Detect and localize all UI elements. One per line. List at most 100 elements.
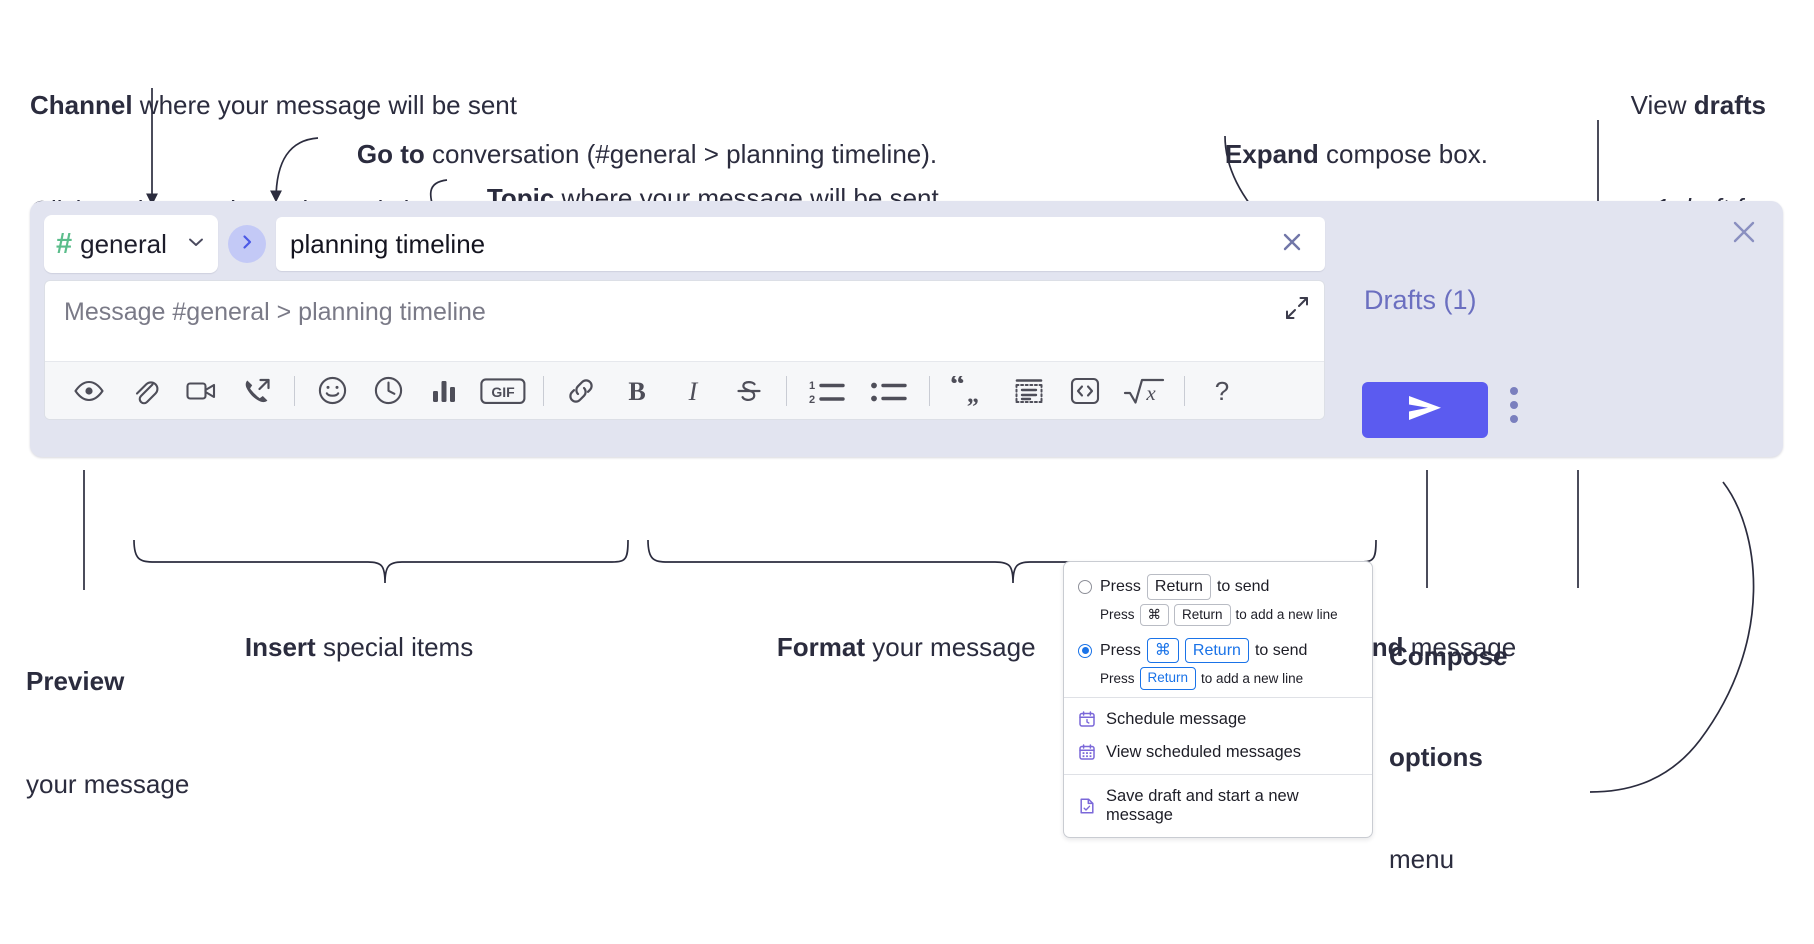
annotation-insert: Insert special items xyxy=(216,598,473,698)
strikethrough-button[interactable] xyxy=(721,369,777,413)
send-button[interactable] xyxy=(1362,382,1488,438)
separator-5 xyxy=(1184,375,1185,406)
option-2-sub-pre: Press xyxy=(1100,671,1135,687)
annotation-compose-plain: menu xyxy=(1389,844,1455,875)
send-option-cmd-return[interactable]: Press ⌘ Return to send xyxy=(1064,635,1372,664)
channel-name-label: general xyxy=(80,228,167,259)
send-option-return-sub: Press ⌘ Return to add a new line xyxy=(1064,600,1372,626)
annotation-channel-rest: where your message will be sent xyxy=(132,89,517,120)
ordered-list-button[interactable]: 1 2 xyxy=(796,369,858,413)
math-button[interactable]: x xyxy=(1113,369,1175,413)
kbd-return: Return xyxy=(1184,637,1249,664)
svg-text:“: “ xyxy=(950,376,965,401)
annotation-preview-line2: your message xyxy=(26,769,190,800)
emoji-button[interactable] xyxy=(304,369,360,413)
calendar-grid-icon xyxy=(1078,743,1096,761)
option-1-main-pre: Press xyxy=(1100,577,1141,595)
annotation-format-rest: your message xyxy=(865,632,1036,663)
separator-2 xyxy=(543,375,544,406)
annotation-goto-rest: conversation (#general > planning timeli… xyxy=(424,139,938,170)
svg-text:x: x xyxy=(1145,381,1156,405)
attach-button[interactable] xyxy=(117,369,173,413)
poll-button[interactable] xyxy=(416,369,472,413)
annotation-channel-bold: Channel xyxy=(30,89,133,120)
menu-item-save-draft[interactable]: Save draft and start a new message xyxy=(1064,780,1372,832)
separator-1 xyxy=(294,375,295,406)
file-check-icon xyxy=(1078,797,1096,815)
vertical-ellipsis-dot xyxy=(1510,415,1518,423)
separator-3 xyxy=(786,375,787,406)
radio-button-unselected[interactable] xyxy=(1078,579,1092,594)
topic-input[interactable]: planning timeline xyxy=(276,217,1325,271)
video-clip-button[interactable] xyxy=(173,369,229,413)
audio-clip-button[interactable] xyxy=(229,369,285,413)
annotation-preview-bold: Preview xyxy=(26,665,125,696)
svg-text:B: B xyxy=(628,377,645,406)
drafts-link[interactable]: Drafts (1) xyxy=(1364,285,1477,315)
compose-options-menu: Press Return to send Press ⌘ Return to a… xyxy=(1063,561,1373,838)
blockquote-button[interactable]: “ „ xyxy=(939,369,1001,413)
bulleted-list-button[interactable] xyxy=(858,369,920,413)
compose-header-row: # general planning timeline xyxy=(44,215,1325,273)
menu-item-view-scheduled-messages[interactable]: View scheduled messages xyxy=(1064,736,1372,769)
menu-item-label: Schedule message xyxy=(1106,709,1247,728)
compose-main-column: # general planning timeline xyxy=(44,215,1325,420)
svg-text:„: „ xyxy=(967,382,979,406)
send-option-return-label: Press Return to send xyxy=(1100,574,1269,600)
chevron-right-icon xyxy=(238,233,256,256)
compose-options-button[interactable] xyxy=(1510,387,1518,423)
kbd-return: Return xyxy=(1139,667,1197,690)
close-icon[interactable] xyxy=(1277,227,1313,262)
draft-group: Save draft and start a new message xyxy=(1064,775,1372,837)
svg-text:?: ? xyxy=(1215,376,1229,406)
annotation-compose-bold-2: options xyxy=(1389,742,1483,773)
expand-icon[interactable] xyxy=(1284,295,1310,326)
annotation-expand: Expand compose box. xyxy=(1196,105,1488,205)
send-shortcut-options: Press Return to send Press ⌘ Return to a… xyxy=(1064,562,1372,697)
goto-conversation-button[interactable] xyxy=(228,225,266,263)
inline-code-button[interactable] xyxy=(1057,369,1113,413)
topic-value: planning timeline xyxy=(290,228,486,259)
menu-item-schedule-message[interactable]: Schedule message xyxy=(1064,703,1372,736)
channel-selector[interactable]: # general xyxy=(44,215,218,273)
close-icon[interactable] xyxy=(1727,215,1761,254)
bold-button[interactable]: B xyxy=(609,369,665,413)
kbd-return: Return xyxy=(1174,603,1231,626)
annotation-insert-bold: Insert xyxy=(244,632,316,663)
schedule-group: Schedule message View scheduled messages xyxy=(1064,698,1372,774)
menu-divider xyxy=(1064,773,1372,775)
kbd-command: ⌘ xyxy=(1139,603,1170,626)
send-option-cmd-return-label: Press ⌘ Return to send xyxy=(1100,637,1308,664)
link-button[interactable] xyxy=(553,369,609,413)
annotation-format-bold: Format xyxy=(776,632,866,663)
kbd-command: ⌘ xyxy=(1146,637,1179,664)
svg-text:2: 2 xyxy=(809,394,815,406)
annotation-goto: Go to conversation (#general > planning … xyxy=(328,105,937,205)
annotation-compose-options: Compose options menu xyxy=(1389,573,1507,943)
annotation-insert-rest: special items xyxy=(315,632,474,663)
option-2-sub-post: to add a new line xyxy=(1201,671,1304,687)
reminder-button[interactable] xyxy=(360,369,416,413)
send-paper-plane-icon xyxy=(1403,391,1447,430)
annotation-format: Format your message xyxy=(748,598,1036,698)
preview-button[interactable] xyxy=(61,369,117,413)
annotation-drafts-bold: drafts xyxy=(1693,89,1766,120)
compose-panel: # general planning timeline xyxy=(30,201,1783,457)
code-block-button[interactable] xyxy=(1001,369,1057,413)
menu-item-label: View scheduled messages xyxy=(1106,742,1302,761)
option-2-main-pre: Press xyxy=(1100,641,1141,659)
option-2-main-post: to send xyxy=(1254,641,1308,659)
radio-button-selected[interactable] xyxy=(1078,643,1092,658)
gif-button[interactable]: GIF xyxy=(472,369,534,413)
formatting-help-button[interactable]: ? xyxy=(1194,369,1250,413)
message-placeholder: Message #general > planning timeline xyxy=(64,298,486,326)
drafts-column: Drafts (1) xyxy=(1340,201,1783,457)
vertical-ellipsis-dot xyxy=(1510,401,1518,409)
message-input[interactable]: Message #general > planning timeline xyxy=(45,281,1324,361)
svg-text:I: I xyxy=(688,377,699,406)
menu-divider xyxy=(1064,696,1372,698)
send-option-return[interactable]: Press Return to send xyxy=(1064,571,1372,600)
italic-button[interactable]: I xyxy=(665,369,721,413)
annotation-compose-bold-1: Compose xyxy=(1389,640,1508,671)
